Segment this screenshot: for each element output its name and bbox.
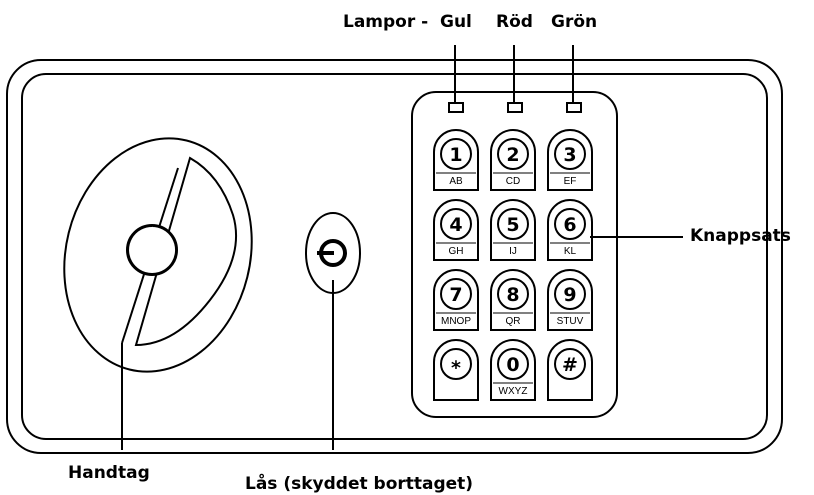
key-letters: MNOP (441, 316, 471, 327)
key-symbol: 3 (563, 144, 576, 166)
key-symbol: 8 (506, 284, 519, 306)
key-ring (554, 278, 586, 310)
key-letters: CD (506, 176, 520, 187)
key-body[interactable] (547, 339, 593, 401)
handle (63, 137, 253, 373)
key-ring (554, 138, 586, 170)
key-body[interactable] (433, 129, 479, 191)
label-handle: Handtag (68, 463, 150, 483)
key-symbol: 7 (449, 284, 462, 306)
key-symbol: 2 (506, 144, 519, 166)
key-ring (497, 138, 529, 170)
key-letters: QR (506, 316, 521, 327)
label-lamp-yellow: Gul (440, 12, 472, 32)
key-body[interactable] (547, 269, 593, 331)
key-6[interactable]: 6KL (547, 199, 593, 261)
key-body[interactable] (490, 339, 536, 401)
key-body[interactable] (490, 129, 536, 191)
lamp-red (507, 102, 523, 113)
key-4[interactable]: 4GH (433, 199, 479, 261)
handle-spoke-right (134, 156, 237, 347)
key-symbol: * (451, 357, 461, 379)
key-symbol: 4 (449, 214, 462, 236)
key-body[interactable] (547, 129, 593, 191)
key-letters: WXYZ (499, 386, 528, 397)
key-ring (440, 138, 472, 170)
key-3[interactable]: 3EF (547, 129, 593, 191)
lamp-yellow (448, 102, 464, 113)
key-body[interactable] (490, 269, 536, 331)
label-keypad: Knappsats (690, 226, 791, 246)
key-body[interactable] (433, 199, 479, 261)
key-body[interactable] (433, 269, 479, 331)
key-hash[interactable]: # (547, 339, 593, 401)
key-ring (497, 348, 529, 380)
safe-inner-frame (21, 73, 768, 440)
key-ring (440, 348, 472, 380)
key-symbol: 6 (563, 214, 576, 236)
key-ring (554, 208, 586, 240)
key-symbol: # (562, 354, 578, 376)
key-ring (440, 208, 472, 240)
key-body[interactable] (490, 199, 536, 261)
key-8[interactable]: 8QR (490, 269, 536, 331)
key-ring (440, 278, 472, 310)
key-ring (497, 208, 529, 240)
key-letters: EF (564, 176, 577, 187)
key-symbol: 5 (506, 214, 519, 236)
key-ring (554, 348, 586, 380)
safe-outer-frame (6, 59, 783, 454)
label-lamps-prefix: Lampor - (343, 12, 429, 32)
key-2[interactable]: 2CD (490, 129, 536, 191)
lamp-green (566, 102, 582, 113)
key-star[interactable]: * (433, 339, 479, 401)
label-lamp-green: Grön (551, 12, 598, 32)
key-5[interactable]: 5IJ (490, 199, 536, 261)
key-1[interactable]: 1AB (433, 129, 479, 191)
key-symbol: 1 (449, 144, 462, 166)
key-letters: AB (449, 176, 463, 187)
label-lock: Lås (skyddet borttaget) (245, 474, 474, 494)
key-letters: IJ (509, 246, 517, 257)
key-letters: GH (449, 246, 464, 257)
key-symbol: 0 (506, 354, 519, 376)
key-letters: KL (564, 246, 577, 257)
label-lamp-red: Röd (496, 12, 533, 32)
key-letters: STUV (557, 316, 584, 327)
key-body[interactable] (433, 339, 479, 401)
key-ring (497, 278, 529, 310)
key-body[interactable] (547, 199, 593, 261)
key-symbol: 9 (563, 284, 576, 306)
